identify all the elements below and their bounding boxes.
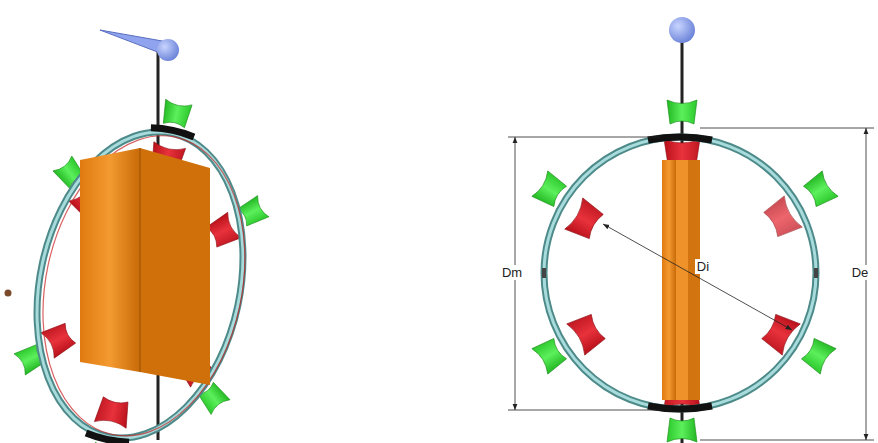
dimension-lines — [508, 128, 874, 440]
dimension-label: Di — [695, 259, 711, 274]
front-view — [532, 17, 838, 443]
perspective-view — [0, 30, 288, 443]
dimension-label: De — [850, 265, 871, 280]
dimension-label: Dm — [500, 265, 524, 280]
